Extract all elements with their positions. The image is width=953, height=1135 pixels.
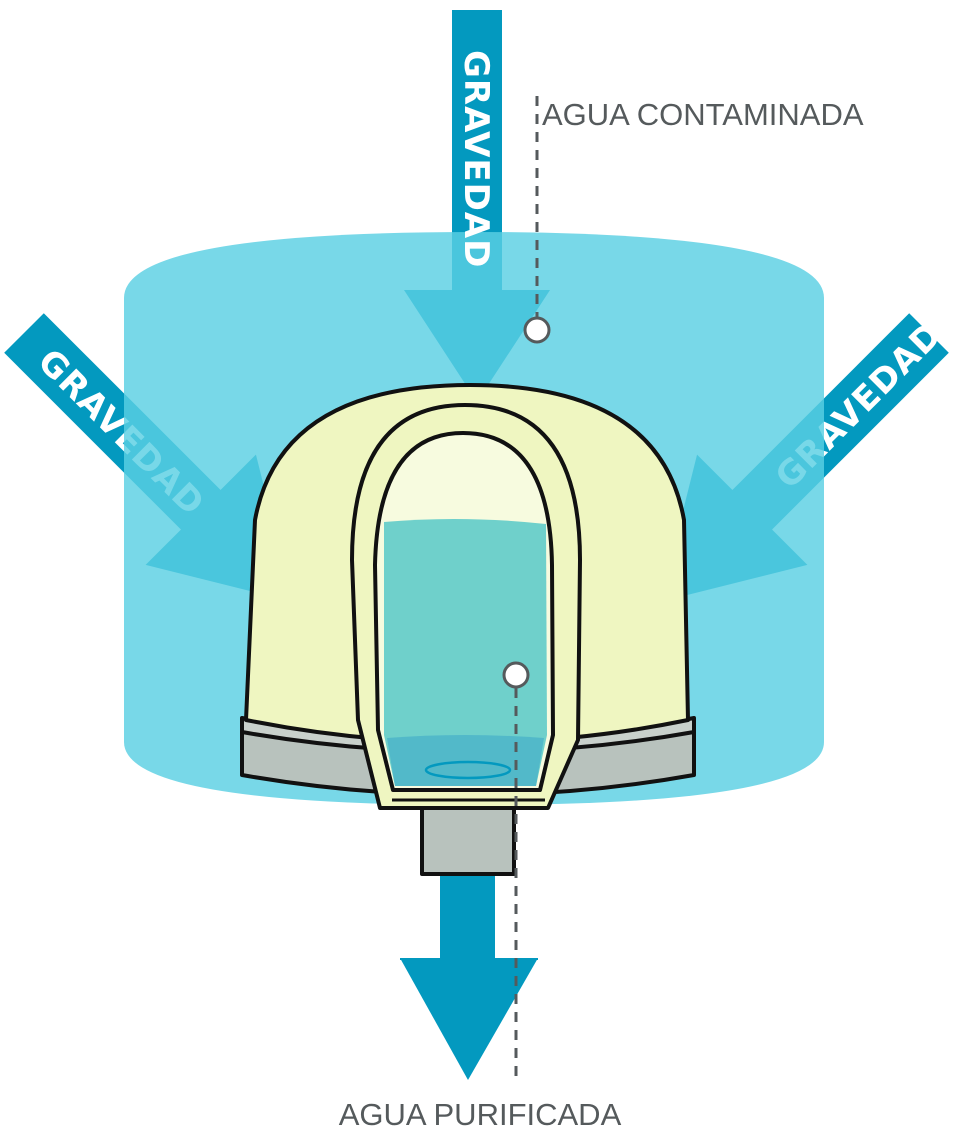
filter-dome (244, 383, 690, 810)
purified-water (384, 518, 547, 786)
callout-label-contaminated: AGUA CONTAMINADA (542, 97, 864, 132)
gravity-label-top: GRAVEDAD (456, 50, 496, 268)
callout-label-purified: AGUA PURIFICADA (339, 1097, 622, 1132)
callout-contaminated: AGUA CONTAMINADA (523, 96, 864, 344)
callout-purified: AGUA PURIFICADA (339, 661, 622, 1132)
filter-outlet (420, 806, 516, 876)
outflow-arrow (400, 876, 538, 1080)
